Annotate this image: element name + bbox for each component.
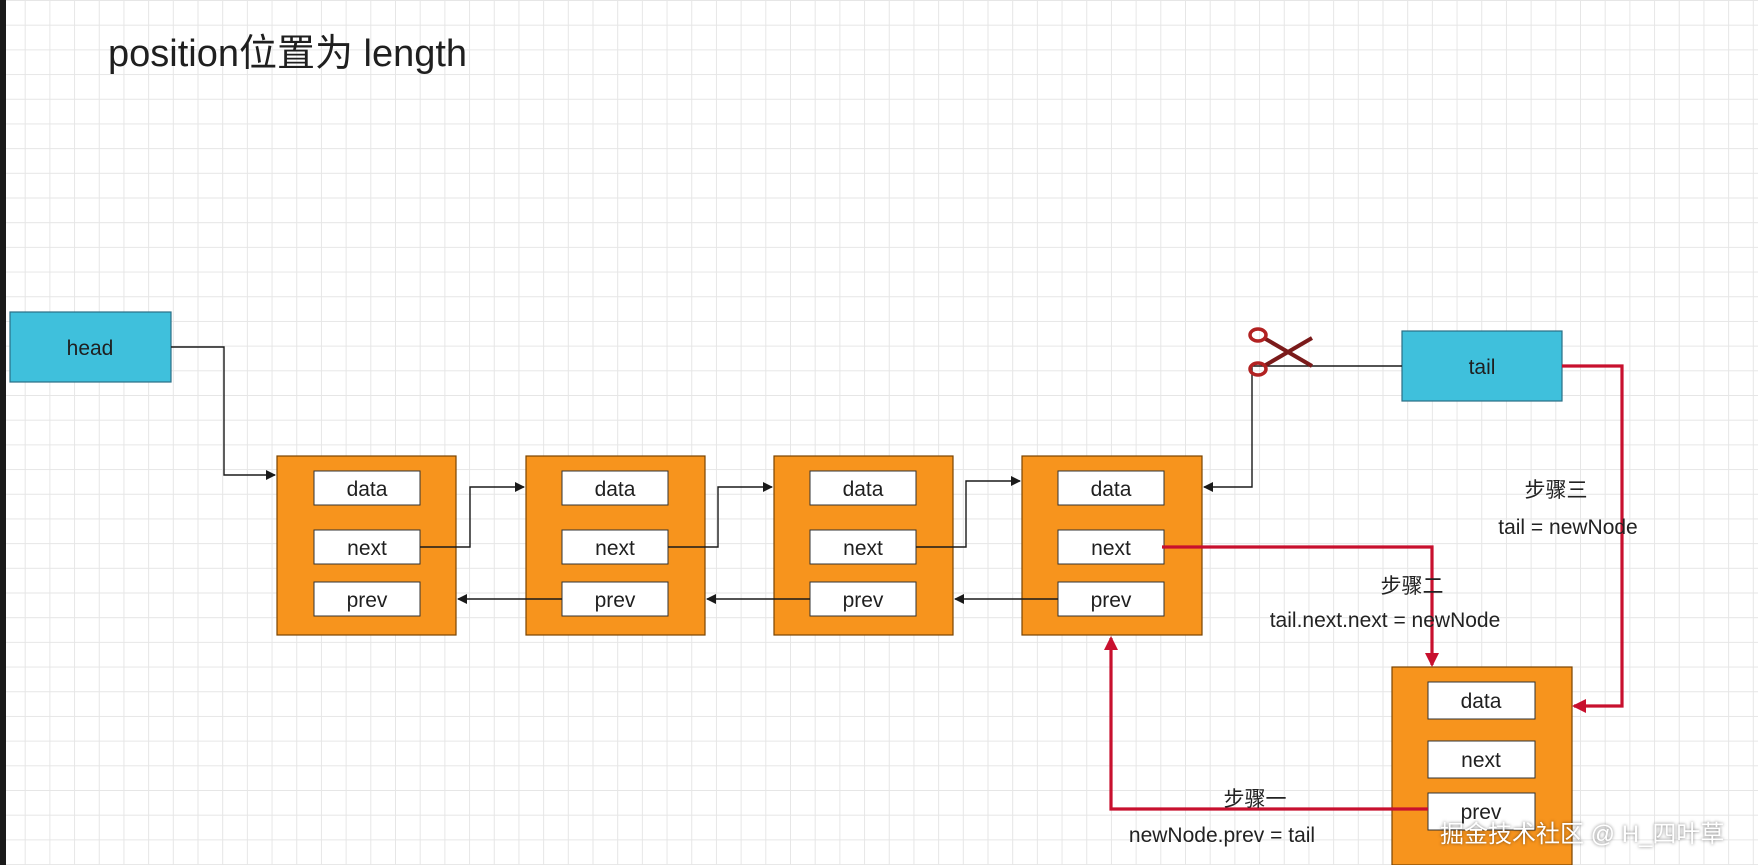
node-2-next-arrow (668, 482, 773, 548)
tail-to-node-4-arrow (1203, 365, 1402, 492)
new-node-prev-label: prev (1461, 801, 1502, 824)
step-1-title: 步骤一 (1224, 788, 1287, 811)
scissors-icon (1248, 327, 1314, 377)
node-1-next-label: next (347, 537, 387, 560)
node-2-next-field (561, 529, 669, 565)
node-3-data-field (809, 470, 917, 506)
step-3-arrow (1562, 364, 1624, 713)
node-4-next-label: next (1091, 537, 1131, 560)
step-3-code: tail = newNode (1498, 516, 1638, 539)
head-pointer: head (9, 311, 172, 383)
head-label: head (67, 337, 114, 360)
node-4-data-field (1057, 470, 1165, 506)
node-3: data next prev (773, 455, 954, 636)
node-2-prev-label: prev (595, 589, 636, 612)
node-1-next-field (313, 529, 421, 565)
node-1-next-arrow (420, 482, 525, 548)
tail-pointer: tail (1401, 330, 1563, 402)
node-4: data next prev (1021, 455, 1203, 636)
node-4-next-field (1057, 529, 1165, 565)
new-node-data-label: data (1461, 690, 1502, 713)
node-1-data-field (313, 470, 421, 506)
window-edge (0, 0, 6, 865)
node-1-prev-label: prev (347, 589, 388, 612)
watermark: 掘金技术社区 @ H_四叶草 (1440, 821, 1725, 848)
node-3-prev-label: prev (843, 589, 884, 612)
new-node: data next prev (1391, 666, 1573, 865)
node-1-data-label: data (347, 478, 388, 501)
step-2-code: tail.next.next = newNode (1270, 609, 1501, 632)
new-node-prev-field (1427, 792, 1536, 831)
node-2: data next prev (525, 455, 706, 636)
node-2-prev-field (561, 581, 669, 617)
new-node-next-field (1427, 740, 1536, 779)
node-4-prev-label: prev (1091, 589, 1132, 612)
node-3-prev-field (809, 581, 917, 617)
step-1-arrow (1104, 636, 1428, 811)
step-2-arrow (1162, 545, 1439, 667)
node-1-prev-field (313, 581, 421, 617)
node-3-next-field (809, 529, 917, 565)
node-3-next-arrow (916, 476, 1021, 548)
node-3-data-label: data (843, 478, 884, 501)
node-2-next-label: next (595, 537, 635, 560)
node-1: data next prev (276, 455, 457, 636)
node-4-data-label: data (1091, 478, 1132, 501)
new-node-data-field (1427, 681, 1536, 720)
step-1-code: newNode.prev = tail (1129, 824, 1315, 847)
node-2-data-field (561, 470, 669, 506)
tail-label: tail (1469, 356, 1496, 379)
node-3-next-label: next (843, 537, 883, 560)
diagram-title: position位置为 length (108, 33, 468, 75)
new-node-next-label: next (1461, 749, 1501, 772)
step-2-title: 步骤二 (1381, 575, 1444, 598)
step-3-title: 步骤三 (1525, 479, 1588, 502)
head-to-node-1-arrow (171, 346, 276, 480)
node-2-data-label: data (595, 478, 636, 501)
